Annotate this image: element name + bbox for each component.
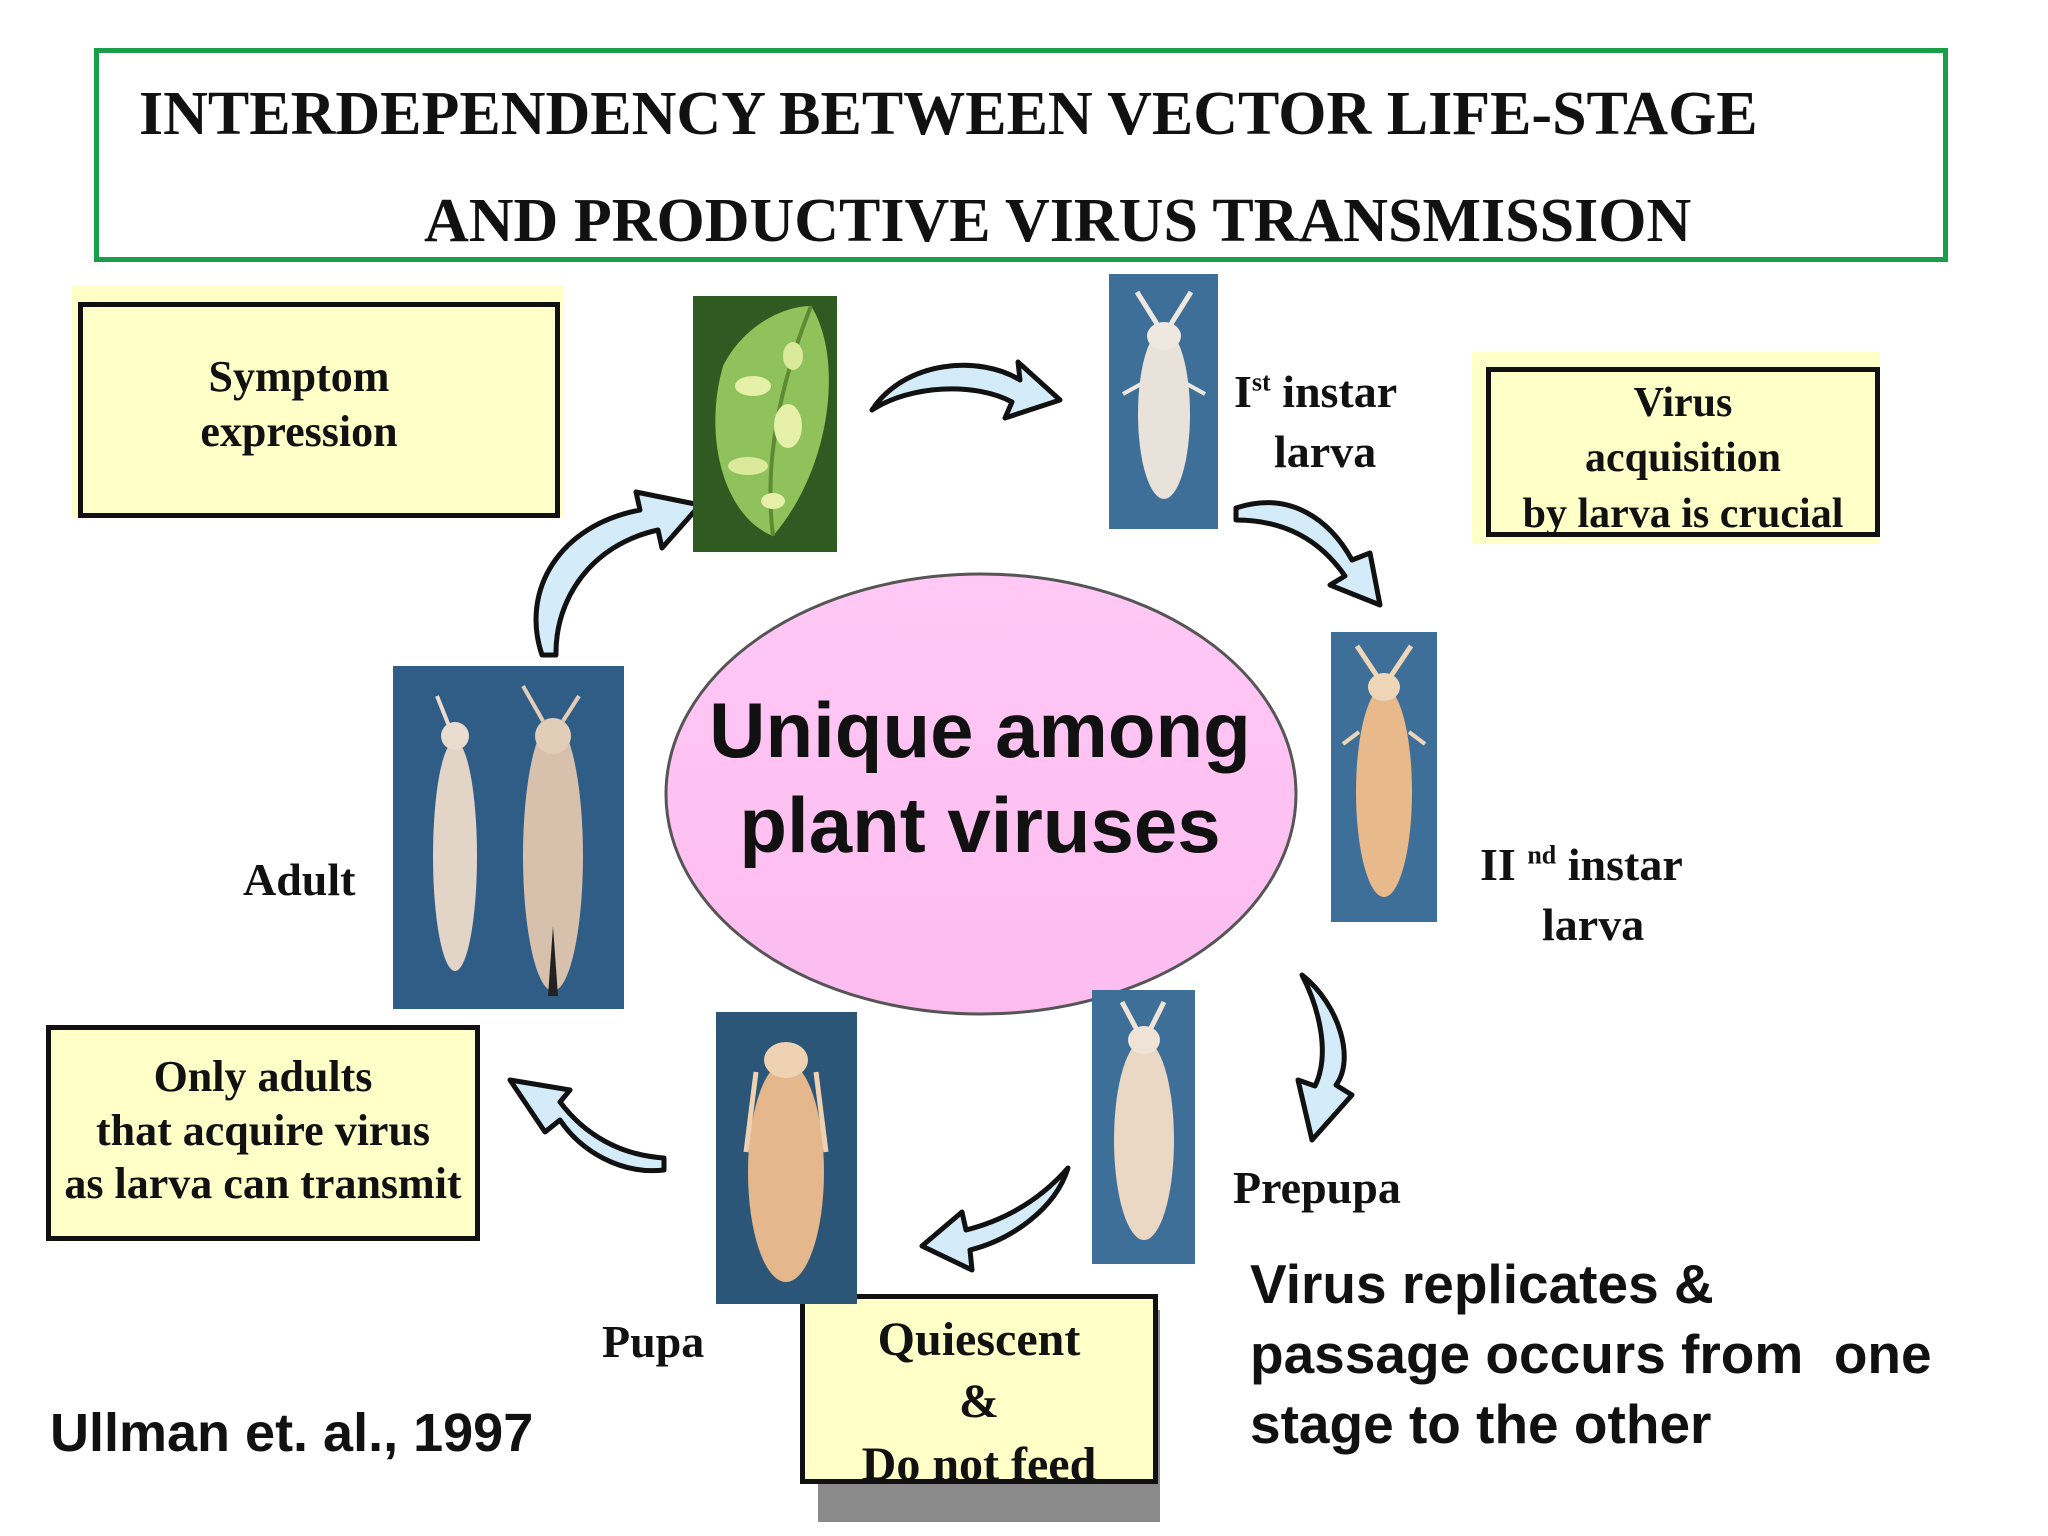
pupa-photo: [716, 1012, 857, 1304]
virus-acquisition-line-3: by larva is crucial: [1522, 490, 1844, 537]
second-instar-photo: [1331, 632, 1437, 922]
only-adults-note: Only adults that acquire virus as larva …: [46, 1025, 480, 1241]
curved-arrow-icon: [1295, 972, 1355, 1143]
second-instar-line-2: larva: [1542, 898, 1645, 950]
second-instar-base: II: [1480, 839, 1516, 890]
symptom-line-2: expression: [200, 407, 398, 456]
second-instar-label: II nd instar larva: [1480, 835, 1683, 955]
replication-text: Virus replicates & passage occurs from o…: [1250, 1250, 1932, 1460]
curved-arrow-icon: [507, 1077, 667, 1174]
citation: Ullman et. al., 1997: [50, 1403, 534, 1463]
symptom-line-1: Symptom: [208, 352, 390, 401]
pupa-label: Pupa: [602, 1316, 705, 1367]
symptom-note: Symptom expression: [78, 302, 560, 518]
replication-line-3: stage to the other: [1250, 1392, 1712, 1455]
center-line-1: Unique among: [709, 686, 1251, 774]
title-line-2: AND PRODUCTIVE VIRUS TRANSMISSION: [424, 187, 1692, 255]
quiescent-line-3: Do not feed: [861, 1437, 1097, 1491]
title-box: INTERDEPENDENCY BETWEEN VECTOR LIFE-STAG…: [94, 48, 1948, 262]
virus-acquisition-line-2: acquisition: [1584, 435, 1782, 482]
leaf-photo: [693, 296, 837, 552]
quiescent-note: Quiescent & Do not feed: [800, 1294, 1158, 1491]
adult-label: Adult: [243, 854, 356, 905]
curved-arrow-icon: [919, 1165, 1071, 1273]
second-instar-word: instar: [1567, 839, 1683, 890]
replication-line-2: passage occurs from one: [1250, 1322, 1932, 1385]
curved-arrow-icon: [533, 489, 703, 658]
first-instar-line-2: larva: [1274, 425, 1377, 477]
first-instar-base: I: [1234, 366, 1252, 417]
only-adults-line-1: Only adults: [153, 1052, 373, 1101]
only-adults-line-2: that acquire virus: [95, 1105, 431, 1155]
second-instar-sup: nd: [1527, 840, 1557, 870]
prepupa-photo: [1092, 990, 1195, 1264]
only-adults-line-3: as larva can transmit: [64, 1159, 462, 1209]
replication-line-1: Virus replicates &: [1250, 1253, 1714, 1315]
curved-arrow-icon: [1233, 500, 1383, 608]
curved-arrow-icon: [869, 359, 1063, 421]
center-text: Unique among plant viruses: [660, 683, 1300, 873]
adult-thrips-photo: [393, 666, 624, 1009]
title-line-1: INTERDEPENDENCY BETWEEN VECTOR LIFE-STAG…: [139, 80, 1758, 148]
quiescent-line-2: &: [959, 1375, 999, 1429]
virus-acquisition-line-1: Virus: [1633, 380, 1733, 426]
first-instar-word: instar: [1282, 366, 1398, 417]
quiescent-line-1: Quiescent: [877, 1313, 1081, 1366]
first-instar-sup: st: [1251, 367, 1271, 397]
first-instar-photo: [1109, 274, 1218, 529]
center-ellipse: [664, 572, 1298, 1016]
center-line-2: plant viruses: [739, 781, 1221, 870]
prepupa-label: Prepupa: [1233, 1162, 1401, 1213]
first-instar-label: Ist instar larva: [1234, 362, 1397, 482]
virus-acquisition-note: Virus acquisition by larva is crucial: [1486, 367, 1880, 537]
